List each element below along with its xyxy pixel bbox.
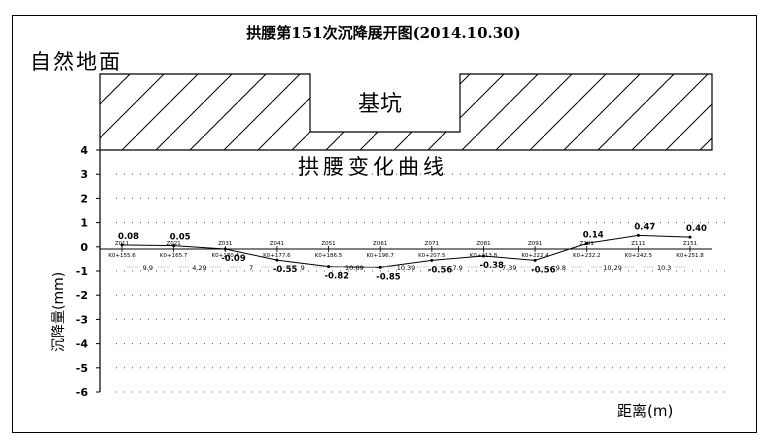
- spacing-label: 7.9: [452, 264, 462, 272]
- data-point: [172, 244, 176, 248]
- value-label: -0.09: [221, 254, 246, 264]
- spacing-label: 9.9: [143, 264, 153, 272]
- chainage-label: K0+186.5: [315, 253, 343, 259]
- data-point: [120, 243, 124, 247]
- grid-lines: [116, 173, 732, 393]
- y-tick-label: -3: [76, 313, 88, 326]
- point-id-label: Z091: [528, 241, 542, 247]
- y-tick-label: -2: [76, 289, 88, 302]
- chart-title: 拱腰第151次沉降展开图(2014.10.30): [246, 24, 521, 42]
- value-label: -0.56: [428, 265, 453, 275]
- y-tick-label: -6: [76, 386, 89, 399]
- point-id-label: Z101: [580, 241, 594, 247]
- data-point: [327, 265, 331, 269]
- series-line: [121, 234, 691, 268]
- spacing-label: 4.29: [192, 264, 206, 272]
- data-point: [533, 258, 537, 262]
- chainage-label: K0+165.7: [160, 253, 188, 259]
- value-label: 0.40: [686, 224, 707, 234]
- point-id-label: Z071: [425, 241, 439, 247]
- value-label: 0.47: [634, 222, 655, 232]
- curve-label: 拱腰变化曲线: [298, 155, 448, 179]
- y-ticks: 4 3 2 1 0 -1 -2 -3 -4 -5 -6: [76, 144, 100, 399]
- value-label: -0.82: [325, 272, 350, 282]
- point-id-label: Z041: [270, 241, 284, 247]
- y-tick-label: -4: [76, 338, 89, 351]
- y-axis-label: 沉降量(mm): [51, 271, 67, 352]
- chainage-label: K0+177.6: [263, 253, 291, 259]
- chainage-label: K0+155.6: [108, 253, 136, 259]
- value-label: -0.85: [376, 272, 401, 282]
- y-tick-label: 0: [80, 241, 88, 254]
- spacing-label: 10.3: [657, 264, 671, 272]
- chainage-label: K0+232.2: [573, 253, 600, 259]
- point-id-label: Z151: [683, 241, 697, 247]
- y-tick-label: 2: [80, 192, 88, 205]
- spacing-label: 9: [301, 264, 305, 272]
- data-point: [688, 235, 692, 239]
- ground-label: 自然地面: [30, 50, 122, 74]
- data-point: [481, 254, 485, 258]
- data-point: [636, 233, 640, 237]
- point-id-label: Z011: [115, 241, 129, 247]
- chainage-label: K0+222.4: [521, 253, 549, 259]
- data-point: [430, 258, 434, 262]
- point-id-label: Z051: [321, 241, 335, 247]
- spacing-label: 10.39: [397, 264, 416, 272]
- point-id-label: Z081: [476, 241, 490, 247]
- spacing-label: 10.29: [603, 264, 622, 272]
- value-label: -0.55: [273, 265, 298, 275]
- point-id-label: Z061: [373, 241, 387, 247]
- data-point: [275, 258, 279, 262]
- chainage-label: K0+242.5: [625, 253, 653, 259]
- settlement-series: [121, 234, 691, 268]
- chainage-label: K0+207.5: [418, 253, 446, 259]
- spacing-label: 7.39: [502, 264, 516, 272]
- chainage-label: K0+213.8: [470, 253, 498, 259]
- chainage-label: K0+196.7: [366, 253, 394, 259]
- y-tick-label: -1: [76, 265, 88, 278]
- data-point: [378, 265, 382, 269]
- y-tick-label: 1: [80, 217, 88, 230]
- chainage-label: K0+170.4: [212, 253, 240, 259]
- chart-frame: [12, 15, 757, 433]
- value-label: 0.05: [170, 233, 191, 243]
- point-id-label: Z111: [631, 241, 645, 247]
- spacing-label: 10.69: [345, 264, 364, 272]
- y-tick-label: 4: [80, 144, 88, 157]
- value-label: 0.14: [583, 230, 604, 240]
- data-point: [585, 241, 589, 245]
- value-label: 0.08: [118, 232, 139, 242]
- pit-label: 基坑: [358, 92, 403, 117]
- value-label: -0.56: [531, 265, 556, 275]
- ground-hatch-area: [99, 73, 713, 151]
- chainage-label: K0+251.8: [676, 253, 704, 259]
- spacing-label: 7: [249, 264, 253, 272]
- point-id-label: Z031: [218, 241, 232, 247]
- point-id-label: Z021: [167, 241, 181, 247]
- y-tick-label: -5: [76, 362, 88, 375]
- spacing-label: 9.8: [556, 264, 566, 272]
- x-axis-label: 距离(m): [617, 402, 674, 420]
- y-tick-label: 3: [80, 168, 88, 181]
- value-label: -0.38: [479, 261, 504, 271]
